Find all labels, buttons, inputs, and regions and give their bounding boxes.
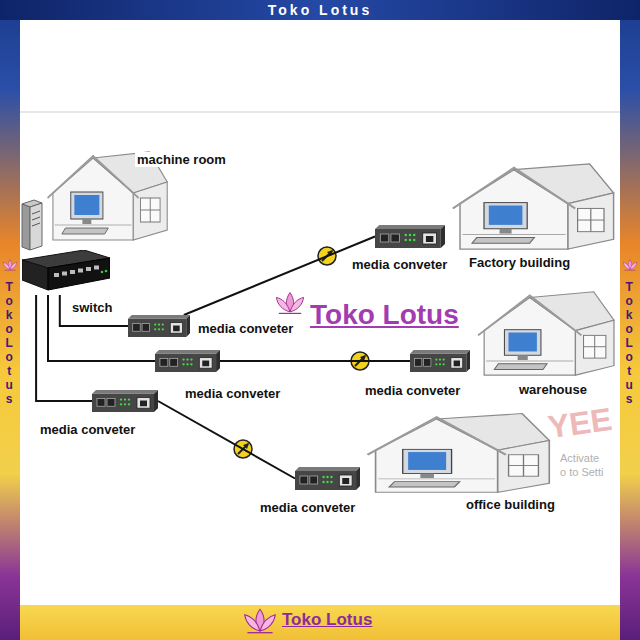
converter-drawing <box>92 390 158 412</box>
node-label: switch <box>70 300 114 315</box>
converter-drawing <box>295 467 360 490</box>
system-notice: o to Setti <box>560 466 603 478</box>
building-node: machine room <box>44 148 169 243</box>
media-converter: media conveter <box>375 225 445 248</box>
building-node: office building <box>362 410 552 495</box>
lotus-logo <box>623 260 637 270</box>
node-label: media conveter <box>38 422 137 437</box>
lotus-logo <box>245 609 276 632</box>
shop-banner: Toko Lotus <box>0 2 640 18</box>
system-notice: Activate <box>560 452 599 464</box>
watermark: Toko Lotus <box>310 298 459 332</box>
converter-drawing <box>155 350 220 372</box>
node-label: media conveter <box>183 386 282 401</box>
node-label: machine room <box>135 152 228 167</box>
switch-drawing <box>22 250 110 295</box>
network-cable <box>220 360 410 362</box>
building-drawing <box>362 410 552 495</box>
node-label: media conveter <box>350 257 449 272</box>
building-drawing <box>474 288 616 378</box>
building-node: warehouse <box>474 288 616 378</box>
converter-drawing <box>128 315 190 337</box>
node-label: media conveter <box>258 500 357 515</box>
side-banner: Toko Lotus <box>5 280 13 406</box>
node-label: office building <box>464 497 557 512</box>
network-cable <box>48 295 155 361</box>
media-converter: media conveter <box>128 315 190 337</box>
network-cable <box>60 295 128 326</box>
node-label: media conveter <box>363 383 462 398</box>
node-label: Factory building <box>467 255 572 270</box>
media-converter: media conveter <box>155 350 220 372</box>
media-converter: media conveter <box>295 467 360 490</box>
node-label: media conveter <box>196 321 295 336</box>
converter-drawing <box>410 350 470 372</box>
network-cable <box>158 401 295 479</box>
lotus-logo <box>3 260 17 270</box>
node-label: warehouse <box>517 382 589 397</box>
media-converter: media conveter <box>92 390 158 412</box>
shop-logo-text: Toko Lotus <box>282 610 372 630</box>
server-tower <box>22 200 42 250</box>
building-node: Factory building <box>448 160 616 252</box>
network-switch: switch <box>22 250 110 295</box>
side-banner: Toko Lotus <box>625 280 633 406</box>
divider-line <box>20 112 620 113</box>
building-drawing <box>448 160 616 252</box>
media-converter: media conveter <box>410 350 470 372</box>
converter-drawing <box>375 225 445 248</box>
lotus-logo <box>276 293 303 314</box>
